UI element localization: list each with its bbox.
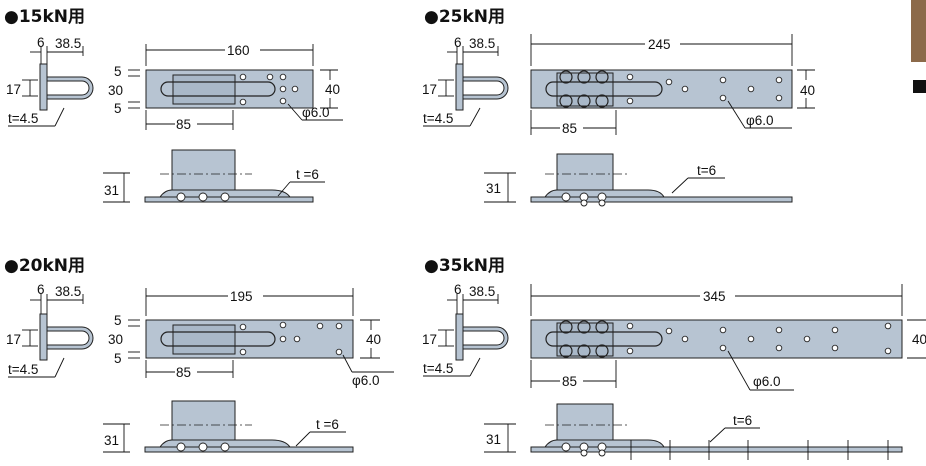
dim-spacing-30: 30 (108, 332, 123, 347)
dim-height-31: 31 (104, 183, 119, 198)
dim-thickness-plate: t=6 (697, 163, 716, 178)
shackle-side-view (39, 63, 94, 111)
dim-width: 40 (325, 82, 340, 97)
cropped-photo-fragment (911, 0, 926, 93)
shackle-side-view (39, 313, 94, 361)
dim-shackle-width: 6 (37, 282, 45, 297)
dim-thickness-bolt: t=4.5 (423, 361, 453, 376)
panel-20kn: ●20kN用 6 38.5 17 t=4.5 195 5 3 (4, 256, 394, 453)
dim-spacing-5-top: 5 (114, 313, 122, 328)
dim-height-31: 31 (104, 433, 119, 448)
shackle-side-view (455, 63, 509, 111)
dim-height-17: 17 (6, 332, 21, 347)
plate-top-view (530, 69, 793, 109)
dim-height-31: 31 (486, 432, 501, 447)
dim-height-17: 17 (422, 332, 437, 347)
dim-width: 40 (366, 332, 381, 347)
dim-hole-diameter: φ6.0 (746, 113, 774, 128)
dim-width: 40 (912, 332, 926, 347)
plate-top-view (530, 319, 903, 359)
plate-side-view (144, 400, 354, 453)
panel-title: ●15kN用 (4, 7, 85, 27)
dim-shackle-length: 38.5 (469, 284, 495, 299)
dim-spacing-5-top: 5 (114, 64, 122, 79)
dim-thickness-plate: t=6 (733, 413, 752, 428)
dim-thickness-bolt: t=4.5 (423, 111, 453, 126)
dim-length: 345 (703, 289, 726, 304)
panel-title: ●35kN用 (424, 256, 505, 276)
plate-side-view (530, 153, 793, 207)
dim-thickness-bolt: t=4.5 (8, 362, 38, 377)
dim-width: 40 (800, 83, 815, 98)
shackle-side-view (455, 313, 509, 361)
plate-top-view (145, 319, 354, 359)
panel-15kn: ●15kN用 6 38.5 17 t=4.5 160 (4, 7, 343, 203)
panel-title: ●20kN用 (4, 256, 85, 276)
dim-offset: 85 (562, 374, 577, 389)
dim-height-31: 31 (486, 181, 501, 196)
plate-side-view (144, 149, 314, 203)
dim-shackle-width: 6 (37, 35, 45, 50)
dim-thickness-plate: t =6 (316, 417, 339, 432)
dim-shackle-length: 38.5 (469, 36, 495, 51)
dim-length: 245 (648, 37, 671, 52)
dim-spacing-5-bottom: 5 (114, 351, 122, 366)
plate-side-view (530, 403, 903, 460)
panel-25kn: ●25kN用 6 38.5 17 t=4.5 245 (422, 7, 815, 207)
dim-thickness-plate: t =6 (296, 167, 319, 182)
dim-height-17: 17 (6, 82, 21, 97)
dim-shackle-width: 6 (454, 282, 462, 297)
dim-offset: 85 (176, 365, 191, 380)
dim-offset: 85 (562, 121, 577, 136)
dim-hole-diameter: φ6.0 (352, 373, 380, 388)
dim-spacing-30: 30 (108, 83, 123, 98)
dim-height-17: 17 (422, 82, 437, 97)
dim-length: 160 (227, 43, 250, 58)
dim-length: 195 (230, 289, 253, 304)
dim-offset: 85 (176, 117, 191, 132)
dim-shackle-width: 6 (454, 35, 462, 50)
panel-title: ●25kN用 (424, 7, 505, 27)
plate-top-view (145, 69, 314, 109)
dim-thickness-bolt: t=4.5 (8, 111, 38, 126)
dim-spacing-5-bottom: 5 (114, 101, 122, 116)
dim-hole-diameter: φ6.0 (302, 105, 330, 120)
dim-hole-diameter: φ6.0 (753, 374, 781, 389)
panel-35kn: ●35kN用 6 38.5 17 t=4.5 345 (422, 256, 926, 460)
dim-shackle-length: 38.5 (55, 284, 81, 299)
dim-shackle-length: 38.5 (55, 36, 81, 51)
